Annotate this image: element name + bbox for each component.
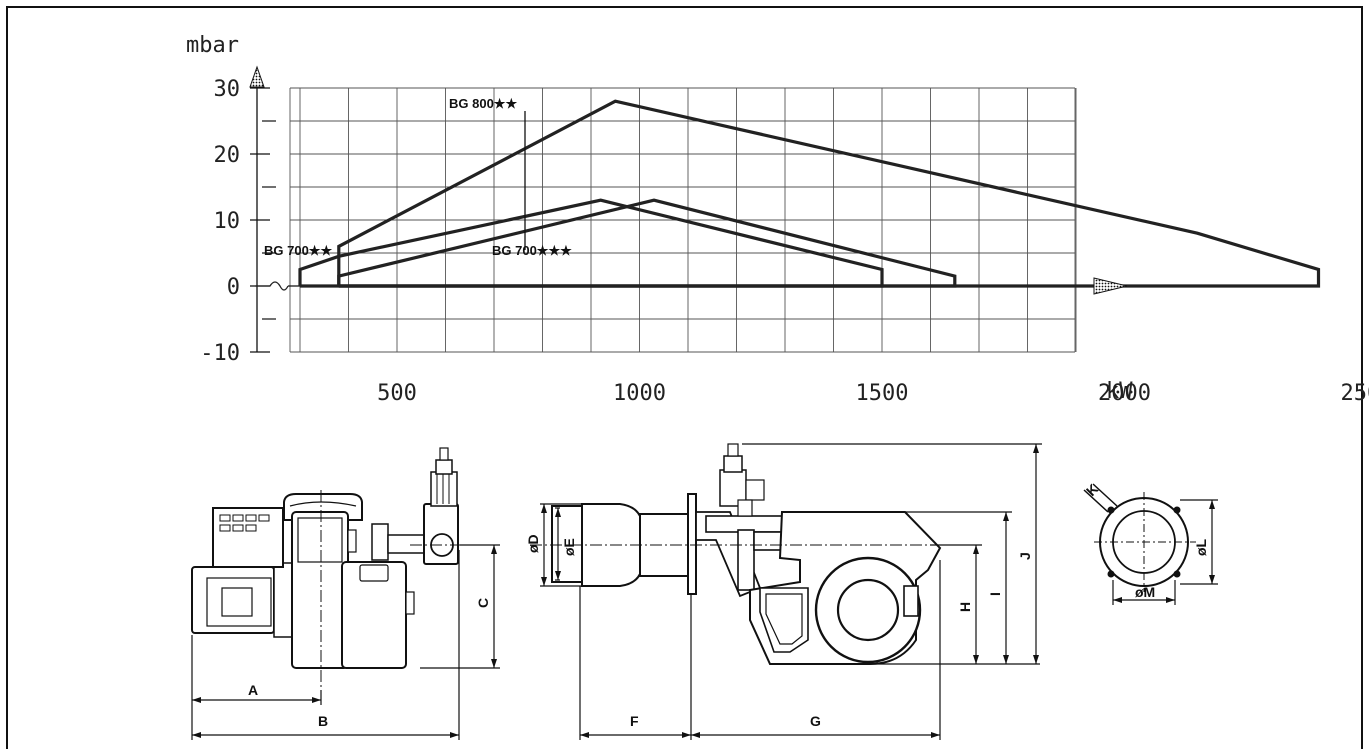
axis-break-mark xyxy=(255,281,289,291)
dimension-lines xyxy=(191,443,1218,740)
dimension-b-label: B xyxy=(318,713,328,729)
dimension-e-label: øE xyxy=(561,538,577,556)
y-tick-label: 10 xyxy=(214,209,241,234)
x-tick-label: 2500 xyxy=(1341,381,1369,406)
dimension-m-label: øM xyxy=(1135,584,1155,600)
burner-side-view xyxy=(191,447,459,669)
dimension-a-label: A xyxy=(248,682,258,698)
dimension-i-label: I xyxy=(987,592,1003,596)
dimension-k-label: K xyxy=(1083,481,1101,499)
y-tick-label: 30 xyxy=(214,77,241,102)
dimension-l-label: øL xyxy=(1193,538,1209,556)
x-tick-label: 2000 xyxy=(1098,381,1151,406)
x-axis-label: kW xyxy=(1106,379,1133,404)
flange-centerlines xyxy=(1094,492,1196,592)
pressure-output-chart: 500 1000 1500 2000 2500 30 20 10 0 -10 mbar kW BG… xyxy=(186,33,1369,406)
y-axis-arrow xyxy=(249,65,265,88)
bg700-3star-label: BG 700★★★ xyxy=(492,243,572,258)
dimension-f-label: F xyxy=(630,713,639,729)
y-tick-label: -10 xyxy=(200,341,240,366)
dimension-arrowheads xyxy=(192,444,1215,738)
bg800-label: BG 800★★ xyxy=(449,96,517,111)
series-curve-0 xyxy=(337,99,1321,288)
dimension-c-label: C xyxy=(475,598,491,608)
x-axis-arrow xyxy=(1093,277,1128,295)
x-tick-label: 1000 xyxy=(613,381,666,406)
dimension-j-label: J xyxy=(1017,552,1033,560)
series-curve-2 xyxy=(337,198,957,288)
burner-front-view xyxy=(551,443,942,665)
y-tick-label: 20 xyxy=(214,143,241,168)
figure-frame xyxy=(6,6,1363,749)
x-tick-label: 1500 xyxy=(856,381,909,406)
dimension-d-label: øD xyxy=(525,534,541,553)
y-axis-label: mbar xyxy=(186,33,239,58)
bg700-2star-label: BG 700★★ xyxy=(264,243,332,258)
x-tick-label: 500 xyxy=(377,381,417,406)
chart-tick-labels: 500 1000 1500 2000 2500 30 20 10 0 -10 xyxy=(200,77,1369,406)
dimension-g-label: G xyxy=(810,713,821,729)
chart-curves xyxy=(298,99,1321,288)
dimension-h-label: H xyxy=(957,602,973,612)
y-tick-label: 0 xyxy=(227,275,240,300)
